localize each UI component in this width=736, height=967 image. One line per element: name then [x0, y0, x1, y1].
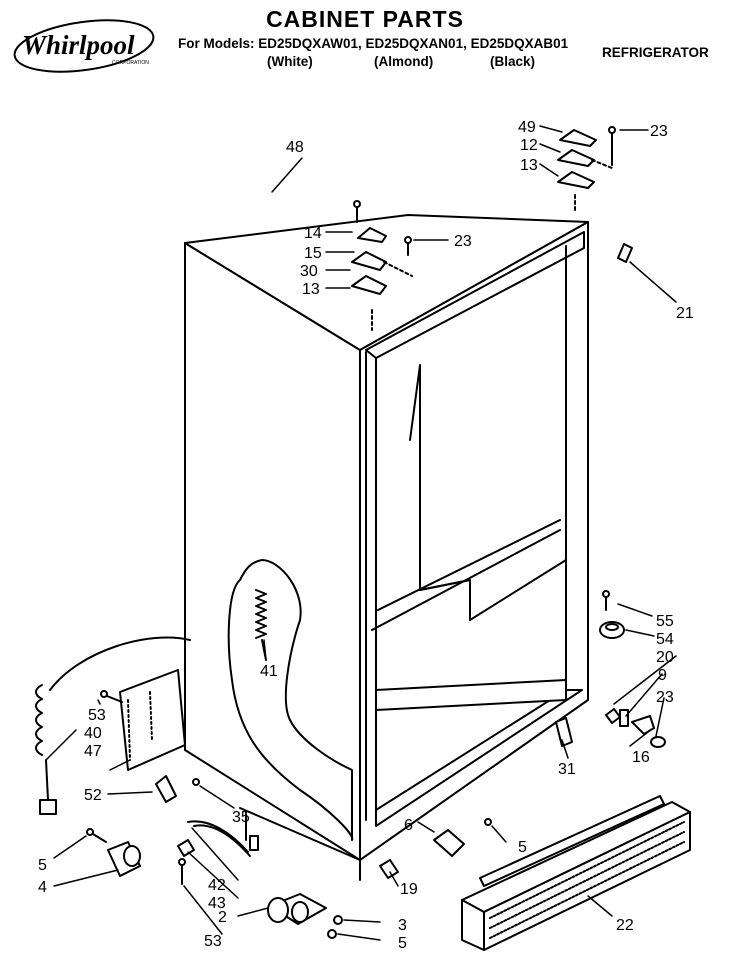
callout-5-right: 5 [518, 839, 527, 856]
callout-55: 55 [656, 613, 674, 630]
callout-23-center: 23 [454, 233, 472, 250]
cabinet-shell [184, 214, 589, 881]
callout-14: 14 [304, 225, 322, 242]
callout-30: 30 [300, 263, 318, 280]
trim-clip-21 [617, 243, 633, 263]
leader-lines [45, 125, 677, 941]
callout-40: 40 [84, 725, 102, 742]
callout-12: 12 [520, 137, 538, 154]
callout-42: 42 [208, 877, 226, 894]
roller-assembly-2 [267, 893, 343, 939]
callout-22: 22 [616, 917, 634, 934]
callout-16: 16 [632, 749, 650, 766]
models-line: For Models: ED25DQXAW01, ED25DQXAN01, ED… [178, 36, 569, 51]
callout-5-bottom: 5 [398, 935, 407, 952]
callout-13-center: 13 [302, 281, 320, 298]
clip-52 [155, 775, 177, 803]
bracket-6 [433, 829, 465, 857]
callout-23-lower: 23 [656, 689, 674, 706]
callout-49: 49 [518, 119, 536, 136]
whirlpool-logo: Whirlpool CORPORATION [12, 18, 160, 74]
callout-5-left: 5 [38, 857, 47, 874]
callout-31: 31 [558, 761, 576, 778]
callout-41: 41 [260, 663, 278, 680]
drain-tube-42 [177, 820, 259, 885]
callout-53-upper: 53 [88, 707, 106, 724]
logo-brand-text: Whirlpool [22, 30, 135, 60]
color-almond: (Almond) [374, 54, 434, 69]
callout-47: 47 [84, 743, 102, 760]
callout-9: 9 [658, 667, 667, 684]
page-title: CABINET PARTS [266, 6, 464, 32]
leveling-foot-4 [86, 828, 141, 877]
callout-3: 3 [398, 917, 407, 934]
callout-19: 19 [400, 881, 418, 898]
hinge-bottom-54 [599, 590, 625, 639]
center-hinge-assembly [351, 200, 413, 331]
callout-43: 43 [208, 895, 226, 912]
hinge-bracket-parts [605, 708, 666, 748]
callout-48: 48 [286, 139, 304, 156]
callout-labels: 48 49 12 13 23 14 15 23 30 13 21 41 55 5… [38, 119, 694, 952]
base-grille-22 [461, 795, 691, 951]
callout-21: 21 [676, 305, 694, 322]
clip-19 [379, 859, 399, 879]
callout-13-right: 13 [520, 157, 538, 174]
callout-53-lower: 53 [204, 933, 222, 950]
callout-15: 15 [304, 245, 322, 262]
logo-sub-text: CORPORATION [112, 60, 149, 66]
relay-cover-47 [100, 669, 186, 771]
right-hinge-assembly [557, 126, 616, 213]
product-type: REFRIGERATOR [602, 45, 709, 60]
callout-6: 6 [404, 817, 413, 834]
callout-52: 52 [84, 787, 102, 804]
callout-35: 35 [232, 809, 250, 826]
callout-2: 2 [218, 909, 227, 926]
power-cord-40 [35, 636, 191, 815]
color-white: (White) [267, 54, 313, 69]
callout-4: 4 [38, 879, 47, 896]
callout-23-right: 23 [650, 123, 668, 140]
callout-54: 54 [656, 631, 674, 648]
callout-20: 20 [656, 649, 674, 666]
cutaway-opening [227, 559, 354, 841]
bracket-31 [555, 717, 573, 747]
color-black: (Black) [490, 54, 536, 69]
